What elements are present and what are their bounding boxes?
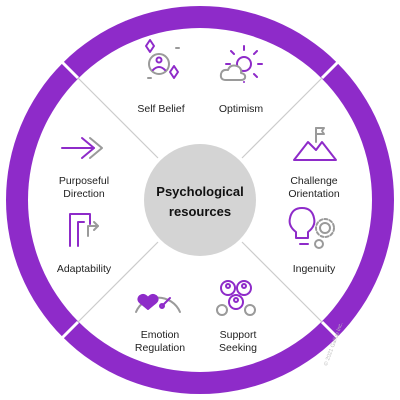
challenge-orientation-icon — [293, 127, 337, 161]
ring-separators — [58, 58, 342, 342]
label-support-seeking-line-2: Seeking — [219, 342, 257, 354]
center-title-line-2: resources — [169, 204, 231, 219]
label-ingenuity: Ingenuity — [293, 263, 336, 275]
support-seeking-icon — [216, 280, 256, 316]
quadrant-dividers — [77, 77, 323, 323]
center-title-line-1: Psychological — [156, 184, 243, 199]
label-challenge-orientation-line-1: Challenge — [290, 175, 337, 187]
center-circle — [144, 144, 256, 256]
ingenuity-icon — [288, 207, 335, 249]
label-challenge-orientation-line-2: Orientation — [288, 188, 340, 200]
label-purposeful-direction-line-1: Purposeful — [59, 175, 109, 187]
label-optimism: Optimism — [219, 103, 264, 115]
self-belief-icon — [145, 39, 180, 79]
label-support-seeking-line-1: Support — [220, 329, 257, 341]
optimism-icon — [219, 45, 263, 83]
purposeful-direction-icon — [61, 137, 103, 159]
emotion-regulation-icon — [135, 293, 181, 313]
adaptability-icon — [69, 213, 99, 247]
label-adaptability: Adaptability — [57, 263, 112, 275]
label-purposeful-direction-line-2: Direction — [63, 188, 105, 200]
label-emotion-regulation-line-2: Regulation — [135, 342, 185, 354]
label-emotion-regulation-line-1: Emotion — [141, 329, 180, 341]
label-self-belief: Self Belief — [137, 103, 184, 115]
